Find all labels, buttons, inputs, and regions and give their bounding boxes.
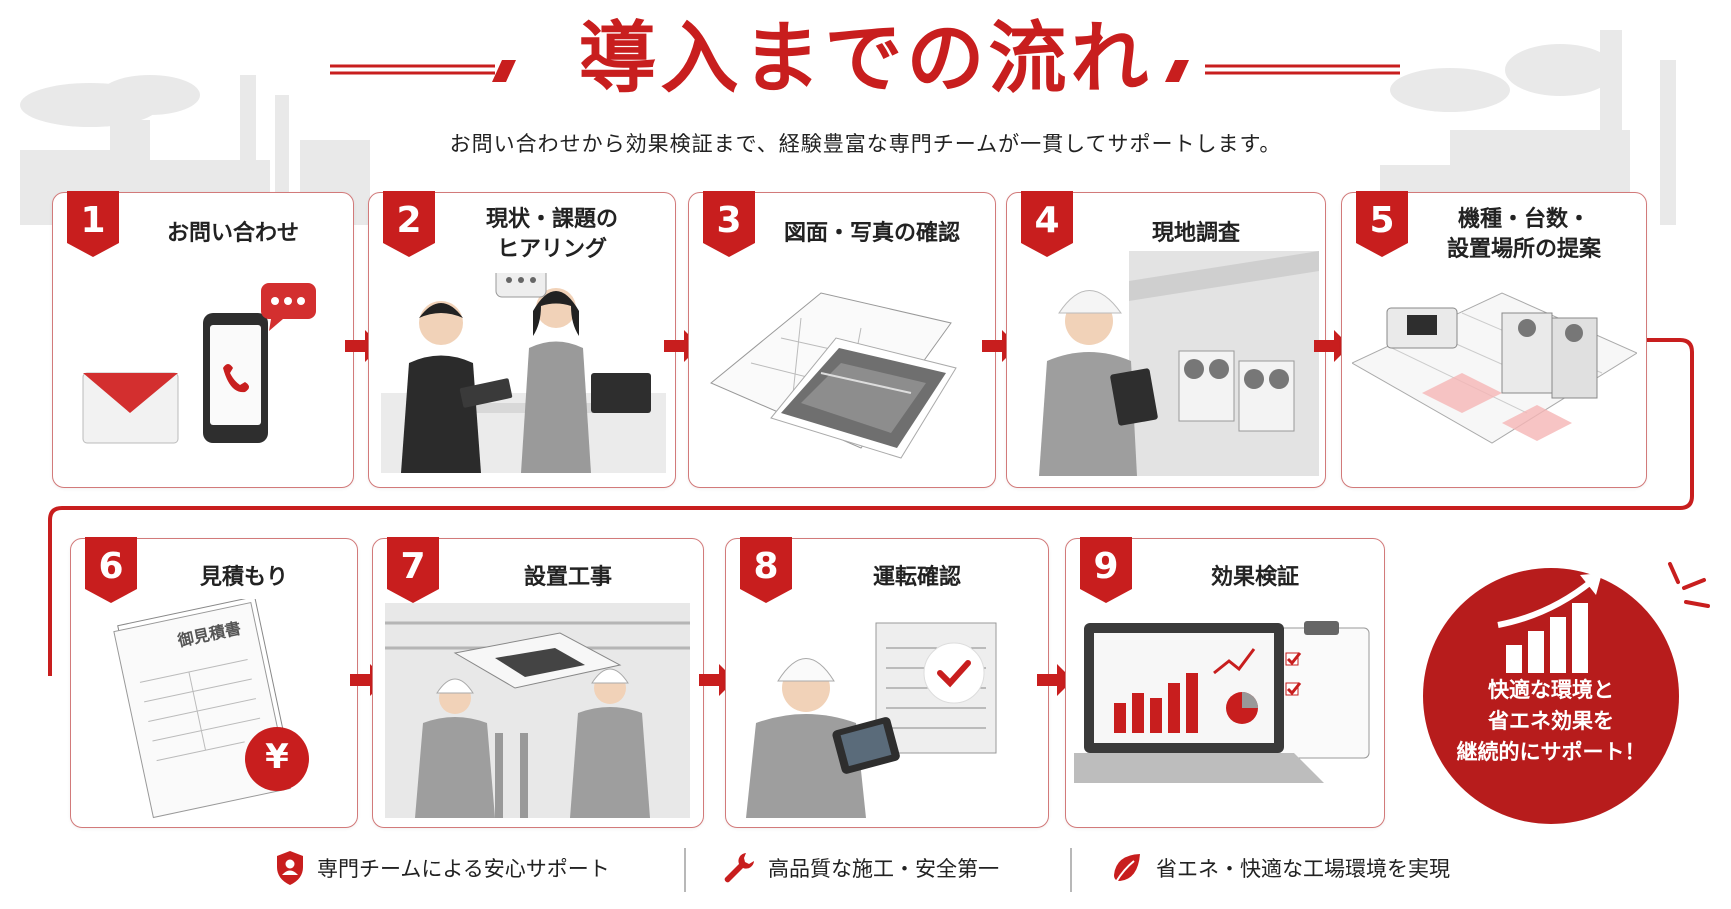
- step-badge-icon: [383, 191, 435, 257]
- step-title: 機種・台数・設置場所の提案: [1446, 207, 1601, 262]
- site-survey-icon: [1039, 251, 1319, 476]
- mail-phone-chat-icon: [82, 283, 316, 444]
- leaf-icon: [1114, 854, 1140, 883]
- step-badge-icon: [1021, 191, 1073, 257]
- meeting-icon: [381, 273, 666, 473]
- step-title: 現状・課題のヒアリング: [485, 207, 618, 262]
- step-number: 7: [400, 546, 426, 587]
- step-title: お問い合わせ: [166, 221, 299, 246]
- step-number: 4: [1034, 200, 1060, 241]
- step-card-2: 2 現状・課題のヒアリング: [368, 191, 676, 488]
- step-number: 8: [753, 546, 779, 587]
- growth-chart-icon: [1506, 603, 1588, 673]
- step-card-9: 9 効果検証: [1065, 537, 1385, 828]
- step-badge-icon: [703, 191, 755, 257]
- step-number: 6: [98, 546, 124, 587]
- page-title: 導入までの流れ: [578, 14, 1153, 104]
- feature-label: 高品質な施工・安全第一: [768, 857, 999, 881]
- title-left-decoration: [330, 60, 516, 82]
- footer-features: 専門チームによる安心サポート 高品質な施工・安全第一 省エネ・快適な工場環境を実…: [0, 840, 1731, 900]
- step-title: 見積もり: [199, 565, 288, 590]
- step-number: 9: [1093, 546, 1119, 587]
- feature-item-eco: 省エネ・快適な工場環境を実現: [1110, 840, 1450, 896]
- feature-item-quality: 高品質な施工・安全第一: [722, 840, 999, 896]
- step-title: 運転確認: [872, 565, 961, 590]
- page-subtitle: お問い合わせから効果検証まで、経験豊富な専門チームが一貫してサポートします。: [449, 132, 1282, 156]
- yen-sign: ¥: [265, 737, 289, 777]
- blueprint-photo-icon: [710, 292, 957, 459]
- step-card-1: 1 お問い合わせ: [52, 191, 354, 488]
- step-card-7: 7 設置工事: [372, 537, 704, 828]
- support-circle-text: 快適な環境と 省エネ効果を 継続的にサポート！: [1456, 678, 1646, 764]
- installation-icon: [385, 603, 690, 818]
- step-number: 2: [396, 200, 422, 241]
- wrench-icon: [724, 853, 754, 883]
- step-badge-icon: [1080, 537, 1132, 603]
- step-card-4: 4 現地調査: [1006, 191, 1326, 488]
- step-number: 5: [1369, 200, 1395, 241]
- step-badge-icon: [740, 537, 792, 603]
- step-card-8: 8 運転確認: [725, 537, 1049, 828]
- step-badge-icon: [1356, 191, 1408, 257]
- step-number: 3: [716, 200, 742, 241]
- footer-divider: [684, 848, 686, 892]
- step-number: 1: [80, 200, 106, 241]
- step-card-5: 5 機種・台数・設置場所の提案: [1341, 191, 1647, 488]
- support-circle-badge: [1423, 568, 1679, 824]
- arrow-right-icon: [1037, 664, 1073, 696]
- step-badge-icon: [85, 537, 137, 603]
- step-card-6: 6 見積もり 御見積書 ¥: [70, 537, 358, 828]
- step-title: 効果検証: [1210, 565, 1299, 590]
- step-badge-icon: [67, 191, 119, 257]
- equipment-layout-icon: [1352, 292, 1637, 444]
- sparkle-lines-icon: [1668, 562, 1710, 608]
- shield-person-icon: [277, 851, 303, 885]
- step-title: 設置工事: [523, 565, 612, 590]
- feature-label: 省エネ・快適な工場環境を実現: [1156, 857, 1450, 881]
- effect-report-icon: [1074, 621, 1370, 783]
- footer-divider: [1070, 848, 1072, 892]
- step-badge-icon: [387, 537, 439, 603]
- feature-label: 専門チームによる安心サポート: [317, 857, 610, 881]
- title-right-decoration: [1165, 60, 1400, 82]
- feature-item-support: 専門チームによる安心サポート: [275, 840, 610, 896]
- step-title: 現地調査: [1151, 221, 1240, 246]
- operation-check-icon: [746, 622, 997, 818]
- step-card-3: 3 図面・写真の確認: [688, 191, 996, 488]
- step-title: 図面・写真の確認: [783, 221, 960, 246]
- quotation-icon: [113, 599, 309, 819]
